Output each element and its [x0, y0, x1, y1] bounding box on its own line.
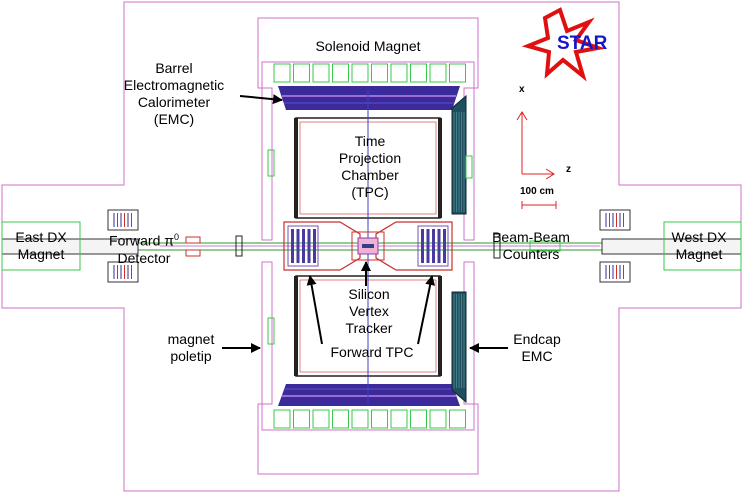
label-forward-pi0-line2: Detector — [117, 249, 171, 266]
label-endcap-line2: EMC — [521, 348, 553, 364]
label-forward-pi0-sup: 0 — [173, 232, 179, 242]
solenoid-coil-top — [273, 63, 466, 83]
arrow-forward-tpc-right — [417, 275, 436, 345]
label-svt-line2: Vertex — [349, 303, 389, 319]
label-svt: Silicon Vertex Tracker — [334, 286, 404, 337]
dx-magnets — [1, 238, 742, 255]
label-tpc-line4: (TPC) — [351, 184, 389, 200]
coordinate-axes — [516, 111, 555, 180]
label-beam-beam-line2: Counters — [502, 246, 560, 262]
forward-pi0-stubs — [185, 236, 201, 257]
beam-beam-counters — [235, 233, 561, 259]
coil-block — [390, 63, 408, 83]
coil-block — [390, 409, 408, 429]
callout-arrows — [222, 94, 508, 353]
scale-bar — [521, 201, 557, 209]
label-west-dx-line1: West DX — [671, 229, 727, 245]
label-east-dx-line2: Magnet — [17, 246, 65, 262]
label-forward-pi0-line1: Forward π0 — [96, 229, 192, 250]
label-endcap-emc: Endcap EMC — [506, 331, 568, 365]
forward-tpc-rods — [291, 229, 446, 263]
label-poletip-line2: poletip — [170, 348, 212, 364]
label-tpc: Time Projection Chamber (TPC) — [322, 133, 418, 201]
ftpc-rod — [426, 229, 430, 263]
coil-block — [312, 409, 330, 429]
ftpc-rod — [421, 229, 424, 263]
label-svt-line3: Tracker — [345, 320, 393, 336]
magnet-yoke-top — [257, 17, 479, 241]
label-west-dx-line2: Magnet — [675, 246, 723, 262]
coil-block — [351, 409, 369, 429]
arrow-forward-tpc-left — [306, 275, 323, 345]
label-barrel-emc-line4: (EMC) — [153, 111, 195, 127]
tpc-end-bars — [294, 118, 442, 376]
forward-pi0-stripes — [113, 213, 624, 279]
ftpc-rod — [291, 229, 294, 263]
axis-x-label: x — [519, 84, 525, 95]
coil-block — [293, 63, 310, 83]
coil-block — [312, 63, 330, 83]
coil-block — [449, 409, 466, 429]
coil-block — [410, 63, 427, 83]
label-poletip-line1: magnet — [167, 331, 215, 347]
coil-block — [371, 63, 388, 83]
label-barrel-emc-line2: Electromagnetic — [123, 77, 225, 93]
label-east-dx-line1: East DX — [15, 229, 67, 245]
forward-tpc-left — [283, 221, 361, 271]
ftpc-rod — [443, 229, 446, 263]
label-barrel-emc: Barrel Electromagnetic Calorimeter (EMC) — [112, 60, 236, 128]
ftpc-rod — [302, 229, 305, 263]
label-tpc-line1: Time — [354, 133, 386, 149]
coil-block — [429, 63, 447, 83]
side-detectors — [267, 149, 473, 345]
label-west-dx: West DX Magnet — [664, 229, 734, 263]
forward-pi0-boxes — [107, 209, 631, 283]
label-forward-pi0-text: Forward π — [109, 232, 174, 249]
ftpc-rod — [432, 229, 435, 263]
coil-block — [429, 409, 447, 429]
solenoid-coil-bottom — [273, 409, 466, 429]
star-logo-icon — [521, 7, 606, 82]
coil-block — [293, 409, 310, 429]
label-forward-tpc: Forward TPC — [330, 344, 414, 360]
label-tpc-line2: Projection — [338, 150, 402, 166]
label-endcap-line1: Endcap — [513, 331, 561, 347]
coil-block — [410, 409, 427, 429]
forward-tpc-right — [375, 221, 453, 271]
label-tpc-line3: Chamber — [341, 167, 399, 183]
label-beam-beam: Beam-Beam Counters — [486, 229, 576, 263]
label-solenoid-magnet: Solenoid Magnet — [315, 38, 421, 54]
star-logo-text: STAR — [557, 33, 608, 54]
coil-block — [273, 63, 291, 83]
ftpc-rod — [437, 229, 441, 263]
ftpc-rod — [307, 229, 311, 263]
label-beam-beam-line1: Beam-Beam — [492, 229, 570, 245]
arrow-barrel-emc — [239, 94, 283, 105]
svt-core — [351, 231, 385, 261]
coil-block — [371, 409, 388, 429]
axis-z-label: z — [566, 164, 571, 175]
label-magnet-poletip: magnet poletip — [156, 331, 226, 365]
label-svt-line1: Silicon — [348, 286, 390, 302]
magnet-yoke-bottom — [257, 261, 479, 475]
endcap-emc-stripes — [453, 112, 465, 388]
scale-bar-label: 100 cm — [520, 186, 554, 197]
label-barrel-emc-line3: Calorimeter — [137, 94, 211, 110]
coil-block — [332, 63, 349, 83]
coil-block — [449, 63, 466, 83]
coil-block — [351, 63, 369, 83]
ftpc-rod — [313, 229, 316, 263]
label-east-dx: East DX Magnet — [6, 229, 76, 263]
ftpc-rod — [296, 229, 300, 263]
label-forward-pi0: Forward π0 Detector — [96, 229, 192, 267]
label-barrel-emc-line1: Barrel — [155, 60, 193, 76]
barrel-emc-top — [278, 86, 460, 110]
coil-block — [332, 409, 349, 429]
barrel-emc-bottom — [278, 384, 460, 406]
dx-coils — [1, 221, 742, 271]
coil-block — [273, 409, 291, 429]
